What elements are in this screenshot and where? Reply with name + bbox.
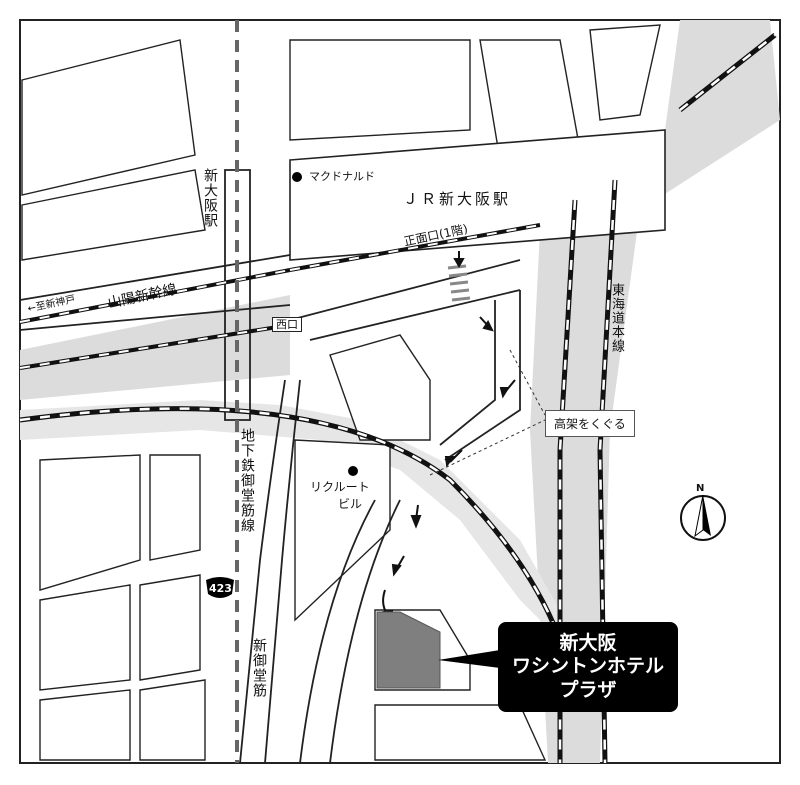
route-shield-icon	[206, 577, 234, 598]
west-exit-label: 西口	[272, 317, 302, 332]
tokaido-line-label: 東海道本線	[609, 283, 624, 353]
overpass-leaders	[429, 349, 546, 476]
north-compass-icon	[680, 494, 726, 541]
recruit-building-label-2: ビル	[338, 497, 363, 511]
hotel-name-line2: ワシントンホテル	[511, 655, 664, 678]
sanyo-shinkansen-track	[19, 223, 541, 370]
subway-line-label: 地下鉄御堂筋線	[239, 428, 255, 533]
mcdonalds-marker	[292, 172, 302, 182]
elevated-rail-area	[20, 400, 560, 640]
subway-station-label: 新大阪駅	[202, 168, 218, 228]
shin-midosuji-label: 新御堂筋	[251, 638, 267, 698]
mcdonalds-label: マクドナルド	[309, 170, 375, 183]
hotel-name-line1: 新大阪	[559, 632, 617, 655]
hotel-name-line3: プラザ	[559, 678, 617, 701]
recruit-building-label-1: リクルート	[310, 480, 370, 494]
recruit-building-marker	[348, 466, 358, 476]
route-number-label: 423	[209, 582, 232, 595]
hotel-pointer	[438, 650, 500, 668]
station-title: ＪＲ新大阪駅	[403, 190, 512, 208]
elevated-rail-curve	[19, 406, 563, 641]
overpass-callout: 高架をくぐる	[545, 410, 635, 437]
north-label: N	[696, 483, 705, 494]
main-entrance-steps	[447, 264, 471, 302]
hotel-label-box: 新大阪 ワシントンホテル プラザ	[498, 622, 678, 712]
